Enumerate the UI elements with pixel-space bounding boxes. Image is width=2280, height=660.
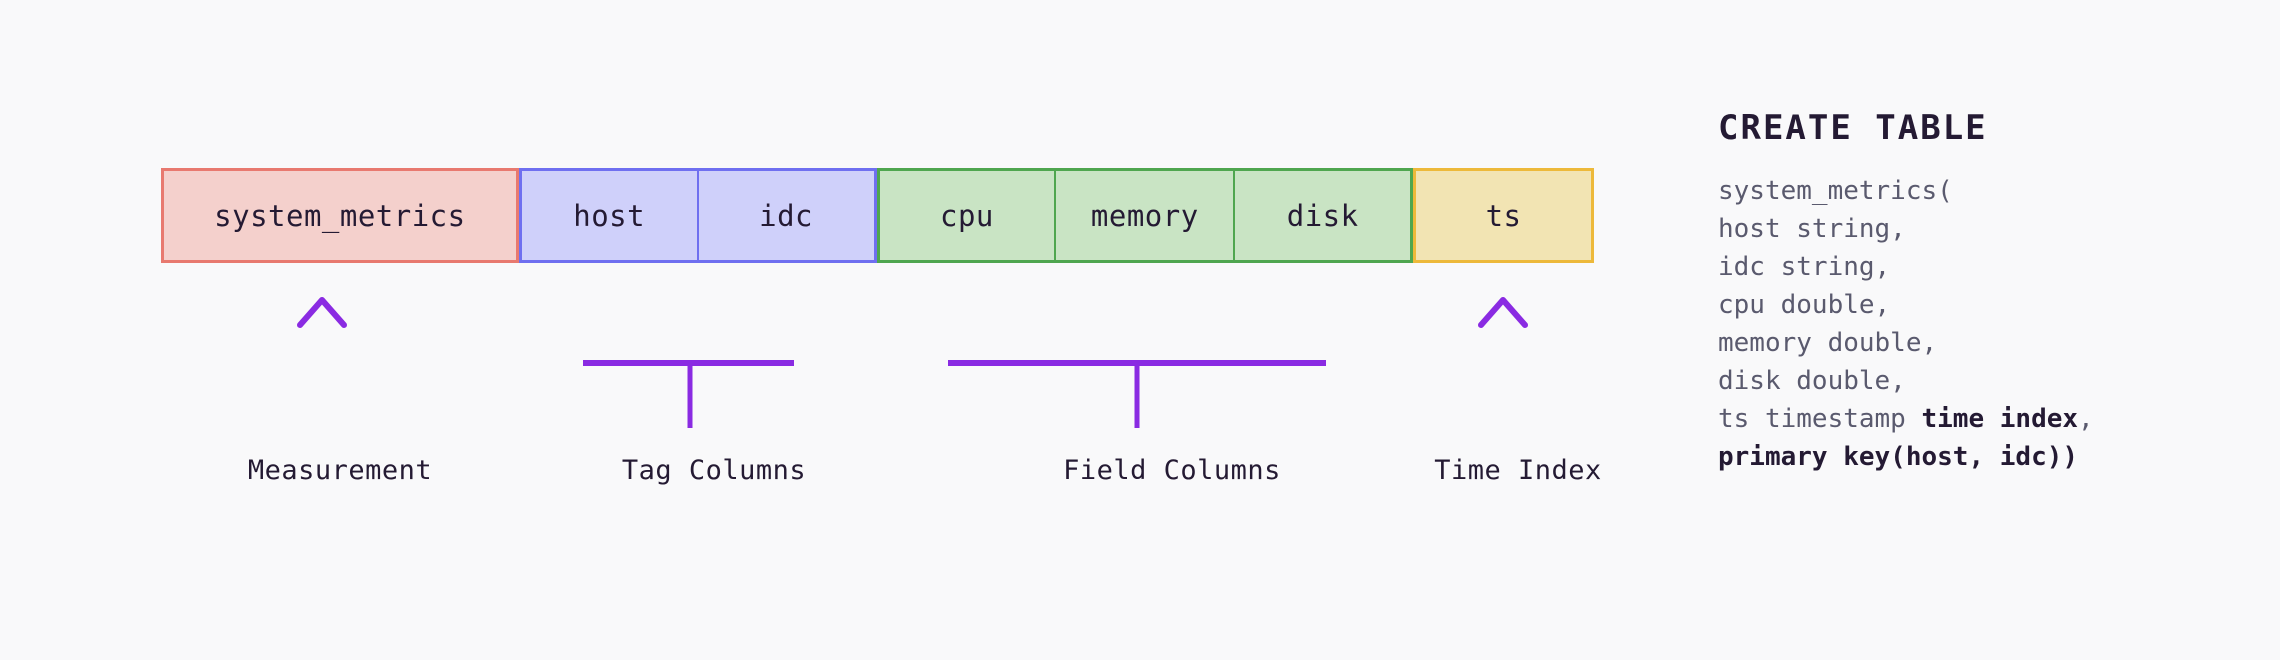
schema-cell-cpu[interactable]: cpu: [876, 168, 1056, 263]
schema-cell-host[interactable]: host: [518, 168, 698, 263]
label-measurement: Measurement: [247, 455, 433, 486]
create-table-panel: CREATE TABLE system_metrics( host string…: [1718, 108, 2238, 476]
schema-cell-idc[interactable]: idc: [697, 168, 877, 263]
sql-line-6: disk double,: [1718, 366, 1906, 396]
schema-cell-measurement[interactable]: system_metrics: [161, 168, 519, 263]
connector-arrow-time-index: [1478, 297, 1528, 383]
sql-line-1: system_metrics(: [1718, 176, 1953, 206]
schema-strip: system_metrics host idc cpu memory disk …: [161, 168, 1594, 263]
connector-bracket-tag-columns: [583, 300, 794, 428]
schema-cell-ts[interactable]: ts: [1413, 168, 1594, 263]
label-tag-columns: Tag Columns: [621, 455, 807, 486]
sql-line-3: idc string,: [1718, 252, 1891, 282]
schema-cell-disk[interactable]: disk: [1234, 168, 1414, 263]
label-field-columns: Field Columns: [1063, 455, 1281, 486]
label-time-index: Time Index: [1434, 455, 1602, 486]
sql-line-2: host string,: [1718, 214, 1906, 244]
sql-keyword-time-index: time index: [1921, 404, 2079, 434]
sql-line-8-primary-key: primary key(host, idc)): [1718, 442, 2079, 472]
sql-line-5: memory double,: [1718, 328, 1938, 358]
sql-line-7-prefix: ts timestamp: [1718, 404, 1922, 434]
connector-arrow-measurement: [297, 297, 347, 383]
schema-cell-memory[interactable]: memory: [1055, 168, 1235, 263]
create-table-heading: CREATE TABLE: [1718, 108, 1988, 148]
connector-bracket-field-columns: [948, 300, 1326, 428]
sql-line-4: cpu double,: [1718, 290, 1891, 320]
sql-line-7-trailing: ,: [2078, 404, 2094, 434]
create-table-sql: system_metrics( host string, idc string,…: [1718, 172, 2238, 476]
